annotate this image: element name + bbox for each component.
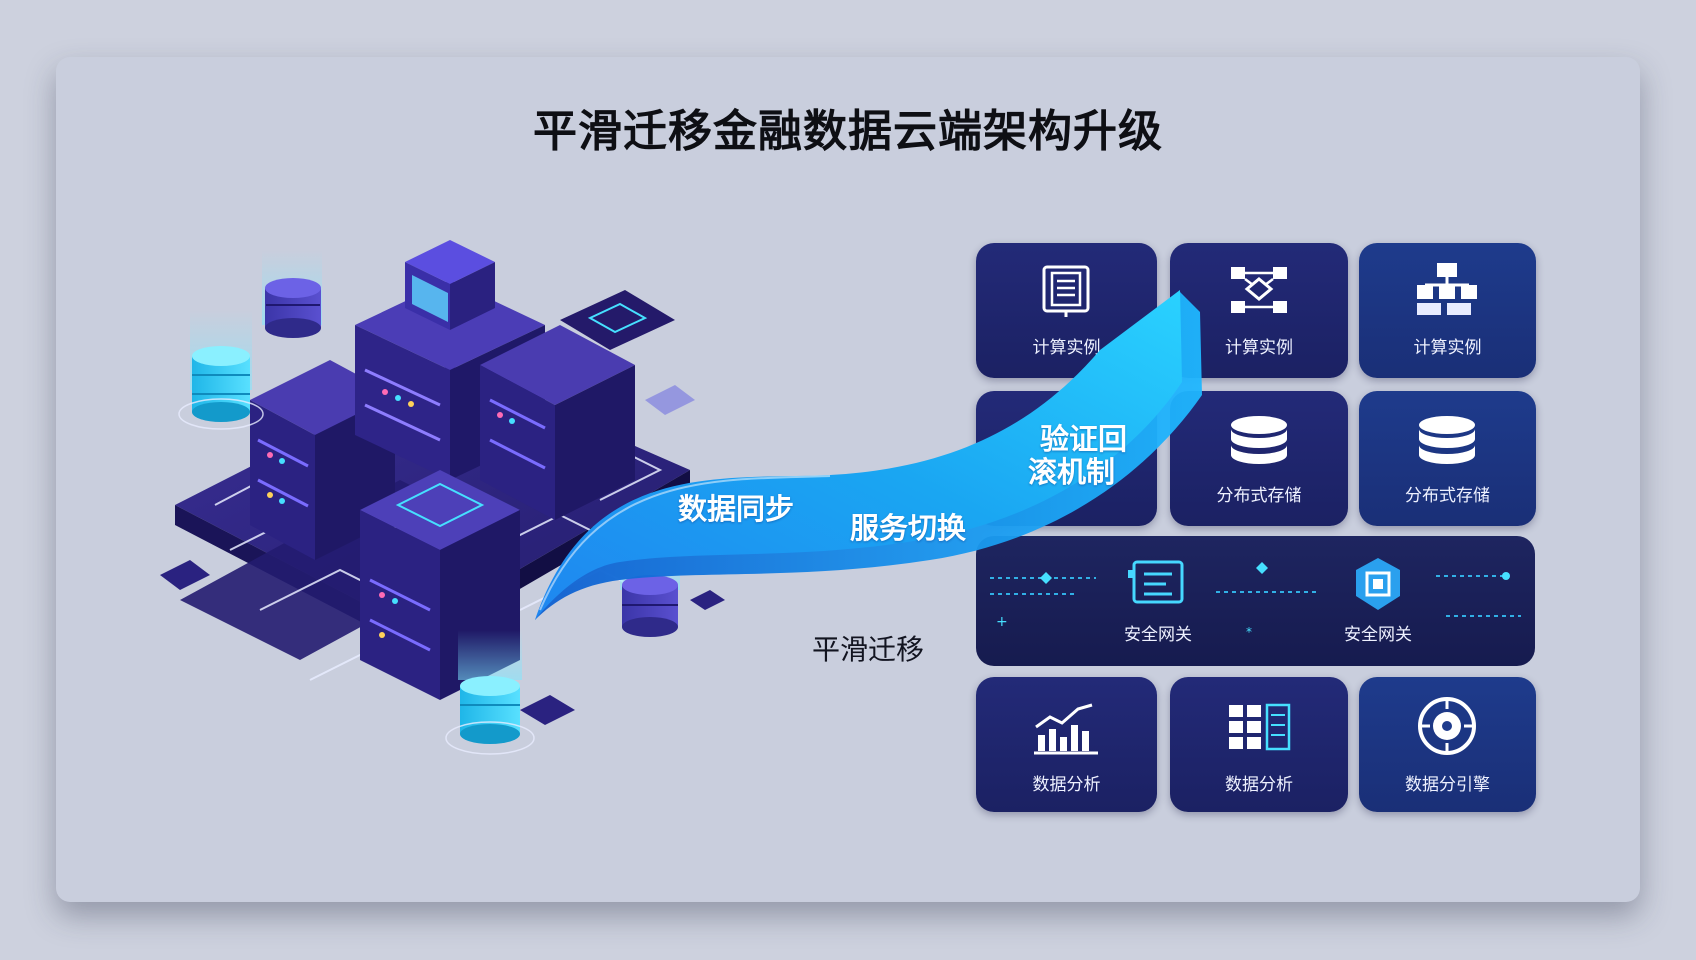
floating-chip-card <box>560 290 675 350</box>
svg-text:+: + <box>996 614 1008 630</box>
engine-gear-icon <box>1418 697 1476 755</box>
tile-label: 分布式存储 <box>1216 486 1302 506</box>
bar-chart-trend-icon <box>1034 703 1098 755</box>
tile-compute-3[interactable]: 计算实例 <box>1359 243 1536 378</box>
server-tower-right <box>480 325 635 520</box>
tile-label: 安全网关 <box>1124 625 1192 645</box>
cluster-network-icon <box>1231 267 1287 313</box>
tile-engine[interactable]: 数据分引擎 <box>1359 677 1536 812</box>
ribbon-step-switch: 服务切换 <box>850 511 967 545</box>
tile-label: 计算实例 <box>1225 338 1293 358</box>
database-cylinder-top <box>262 250 322 338</box>
tile-label: 数据分析 <box>1225 775 1293 795</box>
ribbon-step-verify-line1: 验证回 <box>1040 422 1128 456</box>
tile-analytics-2[interactable]: 数据分析 <box>1170 677 1348 812</box>
hierarchy-icon <box>1417 263 1477 315</box>
database-cylinder-left <box>178 310 264 430</box>
page-title: 平滑迁移金融数据云端架构升级 <box>533 106 1163 157</box>
gateway-panel-icon <box>1128 560 1184 604</box>
migration-label: 平滑迁移 <box>812 633 925 666</box>
tile-label: 计算实例 <box>1032 338 1101 358</box>
tile-analytics-1[interactable]: 数据分析 <box>976 677 1157 812</box>
tile-storage-1[interactable]: 分布式存储 <box>1170 391 1348 526</box>
database-icon <box>1419 416 1475 464</box>
chip-shield-icon <box>1356 558 1400 610</box>
tile-label: 分布式存储 <box>1405 486 1490 506</box>
document-monitor-icon <box>1042 265 1090 317</box>
ribbon-step-sync: 数据同步 <box>678 492 795 526</box>
database-cylinder-bottom <box>445 630 535 755</box>
tile-label: 安全网关 <box>1344 625 1412 645</box>
tile-label: 数据分引擎 <box>1405 775 1490 795</box>
server-tower-front <box>360 470 520 700</box>
ribbon-step-verify-line2: 滚机制 <box>1028 455 1116 489</box>
tile-label: 数据分析 <box>1032 775 1101 795</box>
svg-text:*: * <box>1246 625 1252 639</box>
gateway-row: + * 安全网关 安全网关 <box>976 536 1535 666</box>
grid-dashboard-icon <box>1229 703 1291 751</box>
tile-label: 计算实例 <box>1413 338 1482 358</box>
tile-storage-2[interactable]: 分布式存储 <box>1359 391 1536 526</box>
gateway-row-graphics: + * <box>990 562 1521 639</box>
database-icon <box>1231 416 1287 464</box>
